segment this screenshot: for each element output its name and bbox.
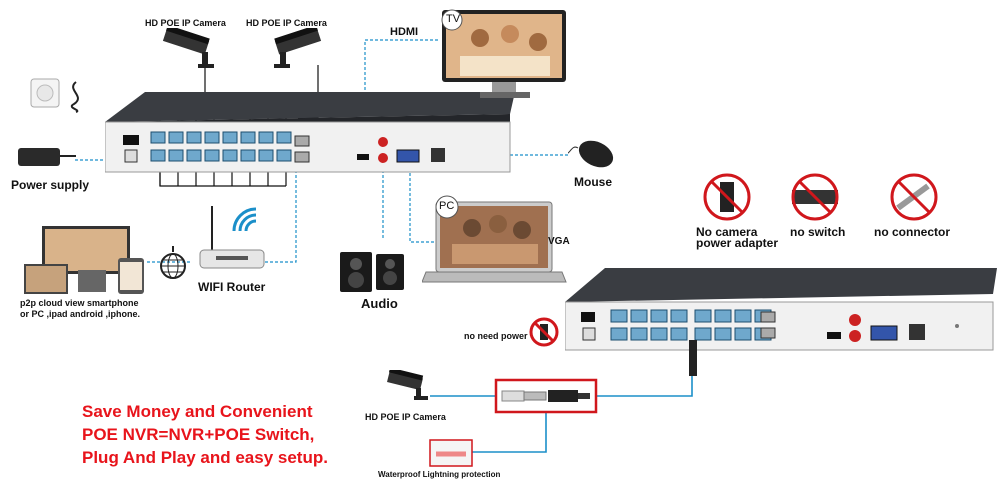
waterproof-connector-icon bbox=[429, 439, 473, 467]
warning-2-label: no switch bbox=[790, 225, 846, 239]
speakers-icon bbox=[340, 252, 404, 292]
wifi-signal-icon bbox=[232, 207, 257, 232]
no-switch-icon bbox=[791, 173, 839, 221]
promo-line-2: POE NVR=NVR+POE Switch, bbox=[82, 425, 315, 444]
no-need-power-label: no need power bbox=[464, 331, 528, 341]
nvr-recorder-bottom bbox=[565, 268, 997, 351]
audio-label: Audio bbox=[361, 296, 398, 311]
nvr-recorder-top bbox=[105, 92, 515, 173]
promo-text: Save Money and Convenient POE NVR=NVR+PO… bbox=[82, 400, 328, 469]
pc-label: PC bbox=[439, 200, 455, 212]
tv-icon bbox=[442, 10, 566, 98]
router-icon bbox=[199, 206, 265, 269]
camera-1-icon bbox=[162, 28, 214, 68]
tv-label: TV bbox=[446, 13, 461, 25]
power-supply-label: Power supply bbox=[11, 178, 90, 192]
vga-label: VGA bbox=[548, 236, 570, 247]
laptop-icon bbox=[422, 201, 567, 283]
pc-badge bbox=[435, 195, 459, 219]
camera-2-icon bbox=[274, 28, 322, 68]
bottom-camera-label: HD POE IP Camera bbox=[365, 412, 446, 422]
wifi-router-label: WIFI Router bbox=[198, 280, 266, 294]
mouse-icon bbox=[568, 140, 614, 168]
camera-1-label: HD POE IP Camera bbox=[145, 18, 226, 28]
no-power-adapter-icon bbox=[703, 173, 751, 221]
tv-badge bbox=[441, 9, 463, 31]
p2p-devices-icon bbox=[24, 226, 144, 294]
mouse-label: Mouse bbox=[574, 175, 613, 189]
p2p-label-line2: or PC ,ipad android ,iphone. bbox=[20, 309, 141, 319]
p2p-label-line1: p2p cloud view smartphone bbox=[20, 298, 139, 308]
no-connector-icon bbox=[890, 173, 938, 221]
no-power-plug-icon bbox=[529, 317, 559, 347]
warning-3-label: no connector bbox=[874, 225, 951, 239]
promo-line-3: Plug And Play and easy setup. bbox=[82, 448, 328, 467]
connector-highlight-box bbox=[494, 378, 598, 414]
promo-line-1: Save Money and Convenient bbox=[82, 402, 313, 421]
power-supply-icon bbox=[18, 148, 76, 166]
camera-2-label: HD POE IP Camera bbox=[246, 18, 327, 28]
wall-outlet-icon bbox=[30, 78, 60, 108]
bottom-camera-icon bbox=[387, 370, 428, 400]
power-cable-icon bbox=[70, 81, 79, 113]
waterproof-label: Waterproof Lightning protection bbox=[378, 470, 501, 479]
warning-1-line1: No camera bbox=[696, 225, 758, 239]
hdmi-label: HDMI bbox=[390, 26, 419, 38]
warning-1-line2: power adapter bbox=[696, 236, 779, 250]
globe-icon bbox=[160, 246, 186, 279]
nvr-cable-icon bbox=[689, 340, 697, 376]
